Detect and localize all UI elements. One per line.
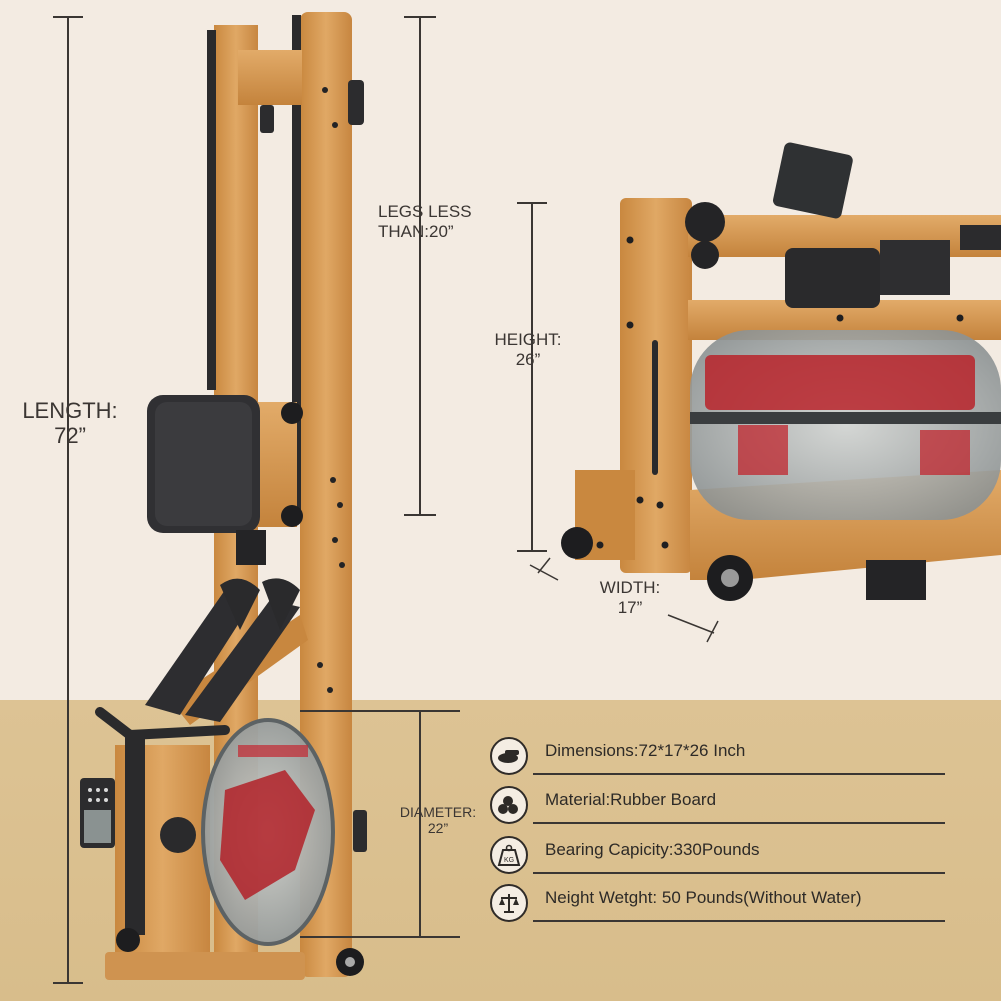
right-rail <box>300 12 352 977</box>
dimensions-icon <box>490 737 528 775</box>
right-rail-track <box>292 15 301 515</box>
diameter-title: DIAMETER: <box>399 804 477 820</box>
left-foot-strap <box>145 590 255 715</box>
left-rail-track <box>207 30 216 390</box>
height-dimension-line <box>531 202 533 552</box>
diameter-dimension-line <box>419 710 421 938</box>
flywheel-housing <box>785 248 880 308</box>
machine-closeup <box>561 142 1001 601</box>
width-dimension-line <box>529 557 719 643</box>
spec-text-dimensions: Dimensions:72*17*26 Inch <box>545 741 746 760</box>
top-cross-beam <box>238 50 302 105</box>
scale-icon <box>490 884 528 922</box>
length-dimension-line <box>67 16 69 984</box>
right-foot-strap <box>185 600 300 722</box>
material-icon <box>490 786 528 824</box>
legs-label: LEGS LESS THAN:20” <box>378 202 498 241</box>
width-title: WIDTH: <box>599 578 661 597</box>
upright-rowing-machine <box>80 12 367 980</box>
height-title: HEIGHT: <box>494 330 562 349</box>
length-label: LENGTH: 72” <box>5 398 135 449</box>
spec-text-bearing-capacity: Bearing Capicity:330Pounds <box>545 840 760 859</box>
svg-text:KG: KG <box>504 857 514 864</box>
legs-line1: LEGS LESS <box>378 202 472 221</box>
tank-paddles <box>220 770 315 900</box>
spec-text-material: Material:Rubber Board <box>545 790 717 809</box>
base <box>105 952 305 980</box>
height-label: HEIGHT: 26” <box>480 330 576 369</box>
closeup-paddles <box>705 355 975 410</box>
legs-line2: THAN:20” <box>378 221 454 241</box>
width-value: 17” <box>617 597 643 617</box>
spec-item-net-weight: Neight Wetght: 50 Pounds(Without Water) <box>490 884 945 924</box>
spec-text-net-weight: Neight Wetght: 50 Pounds(Without Water) <box>545 888 862 907</box>
rear-wheel <box>561 527 593 559</box>
legs-dimension-line <box>419 16 421 516</box>
spec-item-dimensions: Dimensions:72*17*26 Inch <box>490 737 945 777</box>
weight-kg-icon: KG <box>490 836 528 874</box>
length-value: 72” <box>54 423 86 449</box>
diameter-value: 22” <box>427 820 449 837</box>
closeup-monitor <box>773 142 853 219</box>
spec-item-material: Material:Rubber Board <box>490 786 945 826</box>
height-value: 26” <box>515 349 541 369</box>
top-stopper <box>348 80 364 125</box>
spec-item-bearing-capacity: KG Bearing Capicity:330Pounds <box>490 836 945 876</box>
width-label: WIDTH: 17” <box>580 578 680 617</box>
length-title: LENGTH: <box>22 398 118 423</box>
diameter-label: DIAMETER: 22” <box>388 804 488 836</box>
